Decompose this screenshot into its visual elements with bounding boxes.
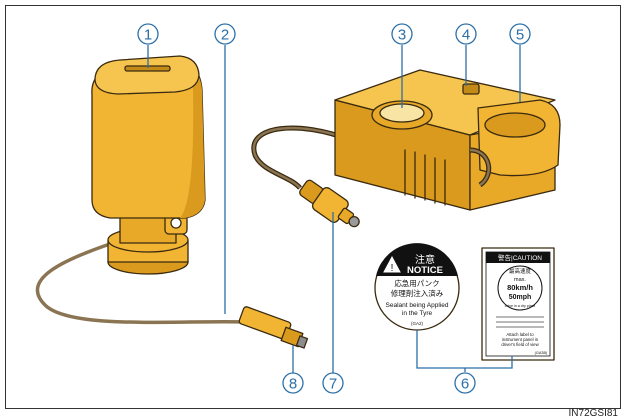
callout-1: 1: [137, 23, 159, 45]
caution-drive: Drive in a dry place: [505, 304, 536, 308]
caution-attach-1: Attach label to: [506, 332, 534, 337]
callout-8: 8: [282, 372, 304, 394]
caution-label: 警告|CAUTION 最高速度 max. 80km/h 50mph Drive …: [481, 247, 555, 361]
notice-footer: (GA2): [411, 321, 424, 326]
notice-line-en-1: Sealant being Applied: [386, 302, 449, 309]
svg-text:4: 4: [462, 27, 470, 44]
svg-text:2: 2: [221, 27, 229, 44]
caution-attach-2: instrument panel in: [502, 337, 539, 342]
figure-frame: [5, 5, 621, 409]
svg-text:6: 6: [461, 376, 469, 393]
power-cable: [251, 125, 360, 228]
notice-line-jp-1: 応急用パンク: [394, 278, 439, 288]
bottle-holder: [477, 99, 561, 177]
notice-line-jp-2: 修理剤注入済み: [391, 288, 444, 298]
svg-text:8: 8: [289, 376, 297, 393]
cooling-ribs: [404, 149, 446, 206]
caution-speed-mph: 50mph: [509, 294, 532, 301]
caution-code: (GA3B): [535, 351, 548, 355]
callout-2: 2: [214, 23, 236, 45]
power-plug: [299, 179, 360, 228]
svg-text:1: 1: [144, 27, 152, 44]
callout-3: 3: [391, 23, 413, 45]
notice-sticker: ! 注意 NOTICE 応急用パンク 修理剤注入済み Sealant being…: [374, 243, 460, 331]
caution-attach-3: driver's field of view: [501, 342, 539, 347]
caution-max: max.: [514, 277, 526, 283]
compressor-switch: [462, 83, 480, 95]
callout-6: 6: [454, 372, 476, 394]
figure-id: IN72GSI81: [568, 408, 618, 419]
caution-header: 警告|CAUTION: [498, 253, 542, 262]
valve-connector: [238, 306, 309, 349]
notice-line-en-2: in the Tyre: [402, 310, 433, 317]
notice-header-en: NOTICE: [407, 265, 443, 276]
leader-lines: [147, 45, 521, 373]
caution-speed-kmh: 80km/h: [507, 283, 533, 292]
notice-warning-mark: !: [391, 263, 394, 274]
compressor: [334, 69, 561, 211]
callout-4: 4: [455, 23, 477, 45]
sealant-bottle: [35, 55, 309, 349]
notice-header-jp: 注意: [415, 253, 435, 266]
caution-line-jp: 最高速度: [509, 267, 532, 275]
caution-jp-text-lines: [496, 316, 544, 328]
callout-5: 5: [509, 23, 531, 45]
svg-text:3: 3: [398, 27, 406, 44]
svg-text:7: 7: [329, 376, 337, 393]
callout-7: 7: [322, 372, 344, 394]
svg-text:5: 5: [516, 27, 524, 44]
